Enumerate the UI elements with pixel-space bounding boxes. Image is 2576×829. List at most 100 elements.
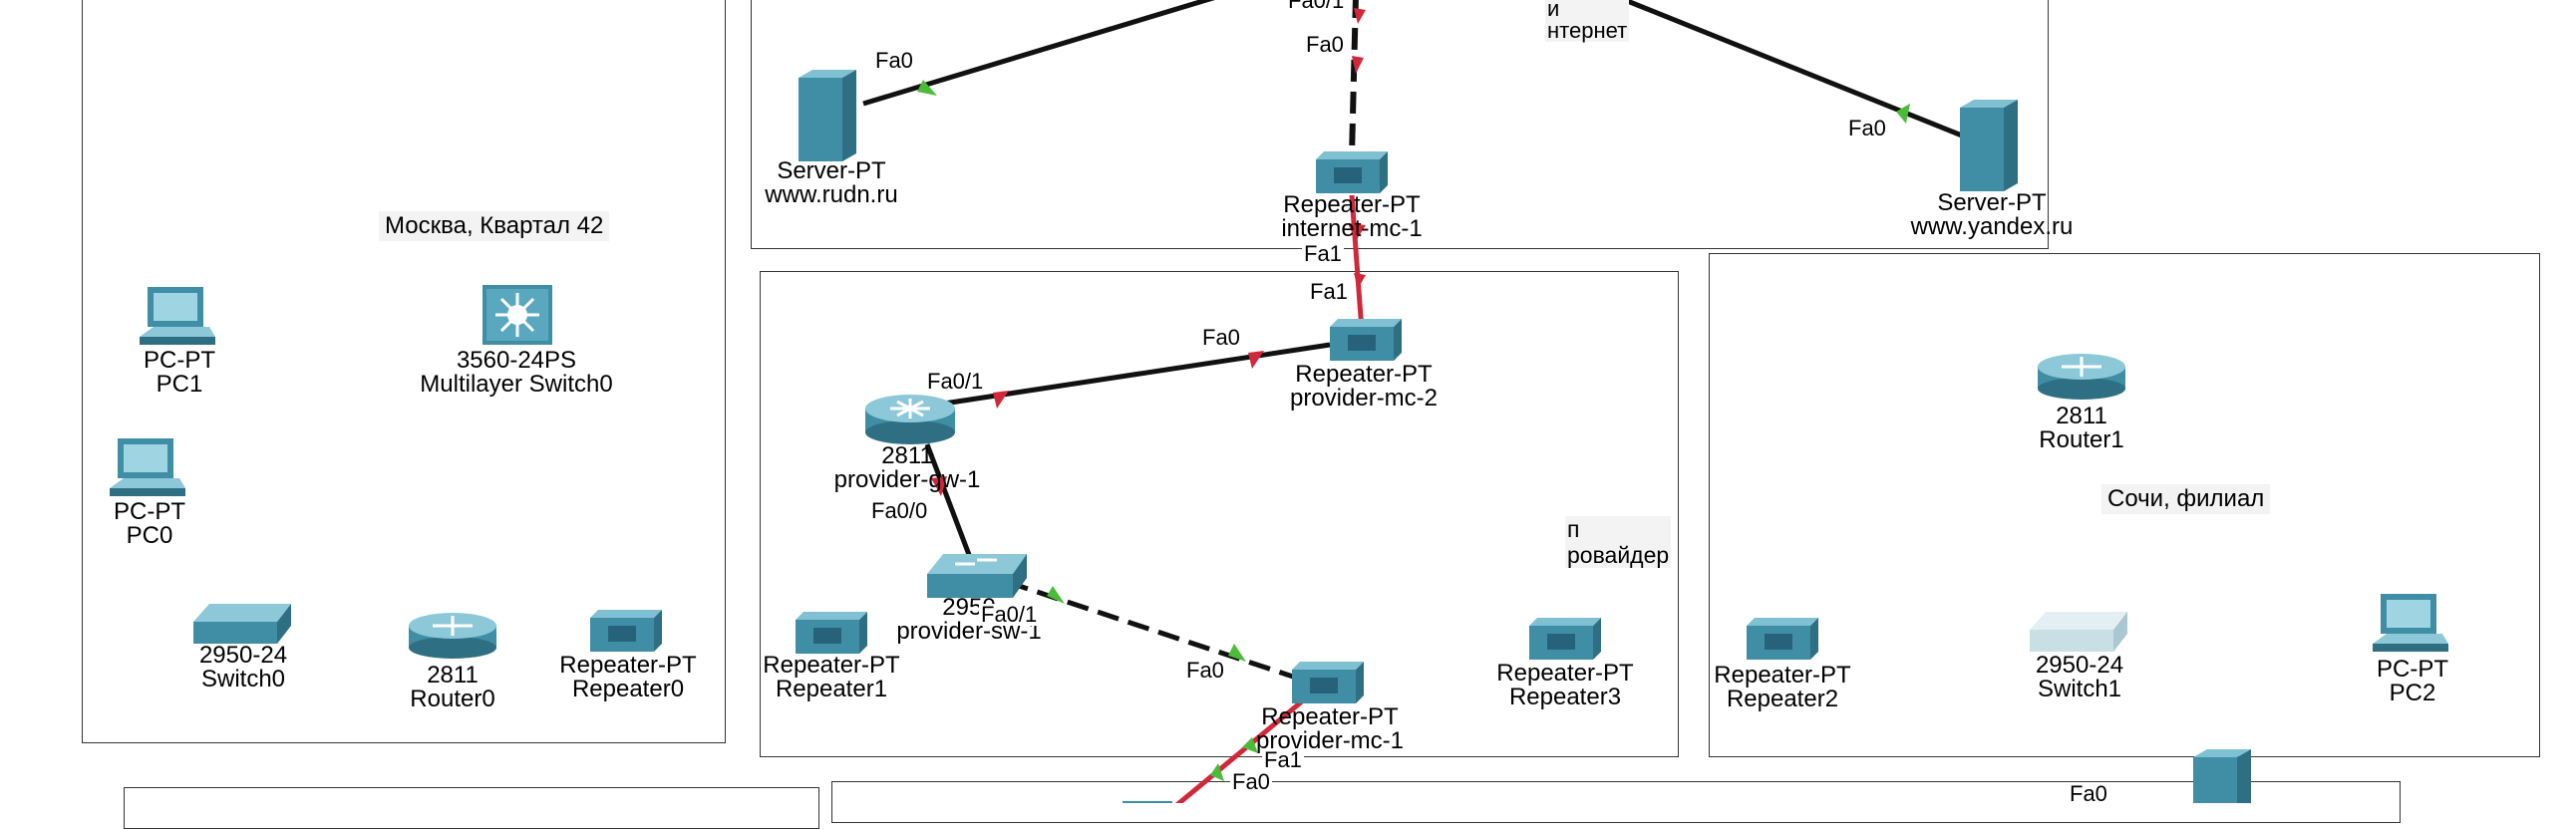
device-model: 2950-24: [2035, 652, 2124, 679]
link-gw1-sw1[interactable]: [924, 443, 974, 561]
device-label-internet-mc1: Repeater-PT internet-mc-1: [1281, 193, 1422, 241]
device-model: PC-PT: [114, 498, 185, 525]
pc-icon[interactable]: [140, 287, 215, 345]
area-title-provider-line2: ровайдер: [1567, 542, 1670, 568]
device-name: www.rudn.ru: [765, 181, 898, 208]
device-label-router1: 2811 Router1: [2039, 405, 2123, 452]
port-label: Fa0: [2068, 781, 2109, 806]
device-name: Switch0: [200, 666, 286, 692]
device-name: PC1: [156, 371, 203, 398]
device-name: Repeater0: [571, 676, 685, 702]
area-title-internet: и нтернет: [1545, 0, 1630, 43]
area-provider: [760, 271, 1679, 757]
area-title-internet-line2: нтернет: [1547, 18, 1628, 43]
router-icon[interactable]: [865, 395, 955, 444]
device-label-pc1: PC-PT PC1: [144, 349, 215, 397]
repeater-icon[interactable]: [1529, 618, 1601, 660]
device-model: Repeater-PT: [1295, 361, 1433, 388]
device-name: Repeater1: [775, 676, 888, 702]
device-model: PC-PT: [2377, 656, 2448, 683]
area-moscow: [82, 0, 726, 743]
link-provider-mc1-down[interactable]: [1174, 699, 1304, 803]
link-internet-mc1-up[interactable]: [1349, 0, 1359, 156]
links-layer: [862, 0, 2220, 803]
server-icon[interactable]: [1960, 100, 2018, 191]
port-label: Fa0/1: [925, 369, 986, 394]
repeater-icon[interactable]: [1292, 662, 1364, 703]
device-model: 3560-24PS: [456, 347, 577, 374]
area-internet: [751, 0, 2049, 249]
device-name: Switch1: [2037, 676, 2122, 702]
port-indicator-rudn: [917, 80, 937, 96]
topology-canvas: Москва, Квартал 42 п ровайдер Сочи, фили…: [82, 0, 2540, 829]
device-label-provider-mc2: Repeater-PT provider-mc-2: [1290, 363, 1438, 411]
device-model: 2811: [2056, 403, 2107, 429]
device-model: Repeater-PT: [1496, 660, 1634, 687]
device-label-server-rudn: Server-PT www.rudn.ru: [765, 159, 897, 207]
device-label-repeater2: Repeater-PT Repeater2: [1714, 664, 1850, 711]
repeater-icon[interactable]: [1316, 151, 1388, 193]
port-label: Fa0: [1304, 32, 1346, 57]
device-label-provider-mc1: Repeater-PT provider-mc-1: [1256, 705, 1404, 753]
area-sochi: [1709, 253, 2540, 757]
port-indicator-prov-mc2-fa0: [1248, 351, 1264, 369]
port-label: Fa1: [1308, 279, 1350, 304]
router-icon[interactable]: [409, 613, 496, 659]
device-label-router0: 2811 Router0: [410, 664, 494, 711]
device-model: Repeater-PT: [1283, 191, 1421, 218]
device-label-server-yandex: Server-PT www.yandex.ru: [1911, 191, 2074, 239]
device-model: 2811: [881, 442, 933, 469]
repeater-icon[interactable]: [590, 610, 662, 652]
device-name: Multilayer Switch0: [420, 371, 613, 398]
device-name: Repeater2: [1726, 686, 1839, 712]
device-model: Repeater-PT: [559, 652, 697, 679]
device-name: provider-mc-2: [1289, 385, 1439, 412]
switch-icon[interactable]: [2030, 612, 2127, 652]
port-label: Fa0: [1230, 769, 1272, 794]
repeater-icon[interactable]: [796, 612, 867, 654]
pc-icon[interactable]: [2373, 594, 2448, 652]
port-indicator-prov-mc1-fa0: [1228, 644, 1246, 662]
repeater-icon[interactable]: [1123, 801, 1172, 803]
area-title-provider-line1: п: [1567, 516, 1580, 542]
device-label-switch1: 2950-24 Switch1: [2036, 654, 2123, 701]
link-internet-mc1-provider-mc2[interactable]: [1349, 194, 1365, 332]
device-name: Router1: [2039, 426, 2124, 453]
router-icon[interactable]: [2038, 354, 2125, 400]
device-label-provider-gw1: 2811 provider-gw-1: [834, 444, 981, 492]
device-label-repeater0: Repeater-PT Repeater0: [559, 654, 696, 701]
server-icon[interactable]: [799, 70, 856, 161]
pc-icon[interactable]: [110, 438, 185, 496]
port-indicator-sw-fa01: [1047, 586, 1065, 604]
device-name: provider-mc-1: [1255, 727, 1405, 754]
device-name: Router0: [410, 686, 495, 712]
switch-icon[interactable]: [193, 604, 291, 644]
port-label: Fa1: [1262, 747, 1304, 772]
device-model: Server-PT: [1937, 189, 2047, 216]
repeater-icon[interactable]: [1747, 618, 1818, 660]
port-indicator-gw-fa01: [993, 391, 1009, 409]
port-indicator-inet-up-2: [1352, 56, 1364, 74]
device-model: PC-PT: [144, 347, 215, 374]
area-title-provider: п ровайдер: [1565, 516, 1672, 568]
multilayer-switch-icon[interactable]: [483, 285, 552, 345]
device-label-repeater1: Repeater-PT Repeater1: [763, 654, 899, 701]
device-icons: [110, 70, 2448, 803]
port-indicator-inet-mc1-fa1: [1348, 223, 1366, 241]
device-label-switch0: 2950-24 Switch0: [199, 644, 287, 691]
switch-icon[interactable]: [927, 554, 1027, 598]
device-label-repeater3: Repeater-PT Repeater3: [1496, 662, 1633, 709]
port-indicator-yandex: [1896, 104, 1910, 124]
device-model: Repeater-PT: [763, 652, 900, 679]
device-model: 2950-24: [198, 642, 288, 669]
repeater-icon[interactable]: [1330, 319, 1402, 361]
port-indicator-inet-up-1: [1354, 8, 1366, 24]
server-icon[interactable]: [2193, 749, 2251, 803]
port-label: Fa0: [1200, 325, 1242, 350]
device-model: Repeater-PT: [1261, 703, 1399, 730]
device-label-pc0: PC-PT PC0: [114, 500, 185, 548]
device-name: provider-gw-1: [833, 466, 981, 493]
area-title-internet-line1: и: [1547, 0, 1560, 21]
device-name: www.yandex.ru: [1910, 213, 2074, 240]
device-label-pc2: PC-PT PC2: [2377, 658, 2448, 705]
